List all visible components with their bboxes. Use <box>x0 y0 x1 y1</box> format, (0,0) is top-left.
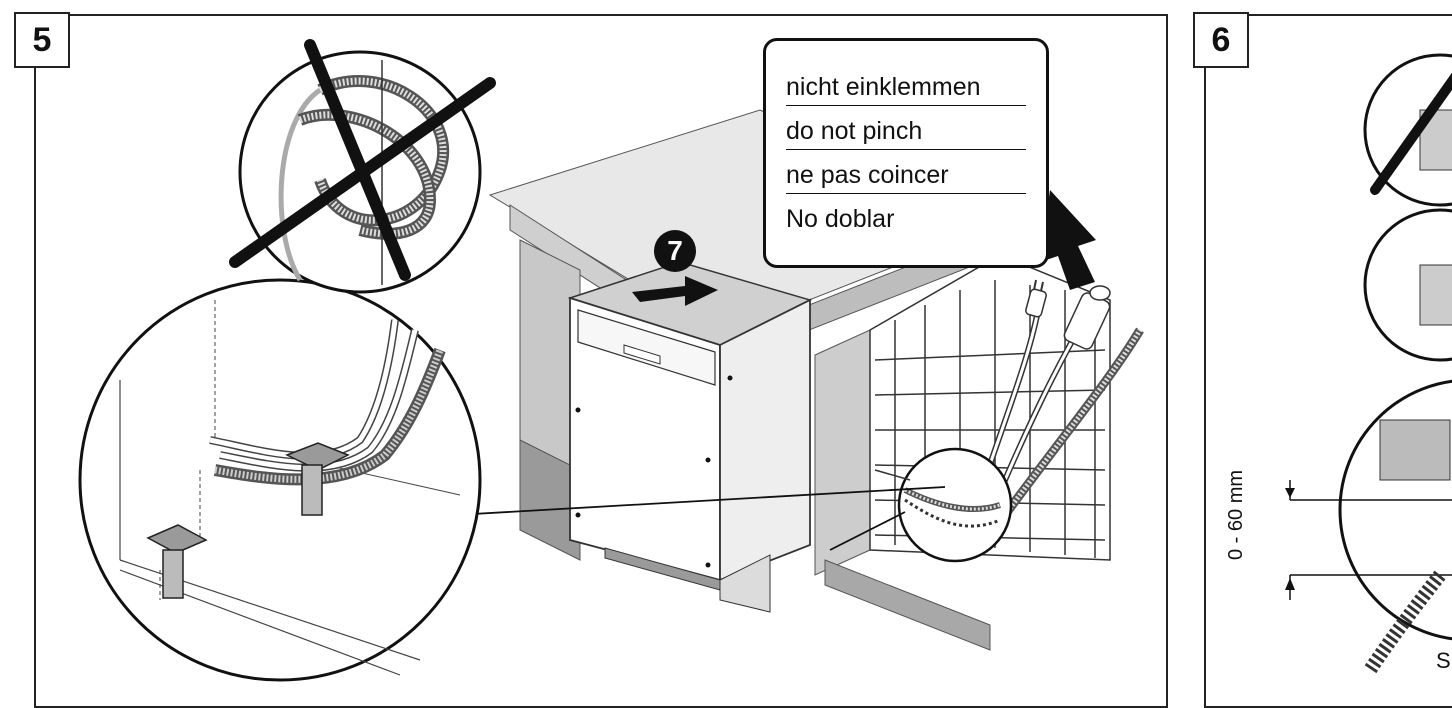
warning-line-en: do not pinch <box>786 117 923 145</box>
step-6-illustration <box>1285 53 1452 674</box>
cross-mark-icon <box>229 39 496 281</box>
up-arrow-icon <box>1040 190 1096 290</box>
partial-label: S <box>1436 648 1451 673</box>
step-number-5: 5 <box>14 12 70 68</box>
leader-line <box>454 486 946 516</box>
water-stop-valve <box>1063 285 1111 350</box>
callout-step-7-badge: 7 <box>654 230 696 272</box>
warning-line-fr: ne pas coincer <box>786 161 949 189</box>
dishwasher <box>567 261 813 613</box>
warning-line-de: nicht einklemmen <box>786 73 981 101</box>
hose-detail-circle <box>874 447 1013 563</box>
leader-line-2 <box>829 511 906 551</box>
power-plug <box>1025 279 1047 318</box>
warning-divider <box>786 149 1026 150</box>
foot-detail-circle <box>78 278 482 682</box>
height-range-label: 0 - 60 mm <box>1225 469 1247 560</box>
cabinet-left <box>519 239 581 561</box>
warning-divider <box>786 193 1026 194</box>
callout-step-number: 7 <box>667 235 683 266</box>
push-arrow-icon <box>632 276 718 306</box>
warning-line-es: No doblar <box>786 205 895 233</box>
step-number-6: 6 <box>1193 12 1249 68</box>
do-not-pinch-warning-box: nicht einklemmen do not pinch ne pas coi… <box>763 38 1049 268</box>
warning-divider <box>786 105 1026 106</box>
